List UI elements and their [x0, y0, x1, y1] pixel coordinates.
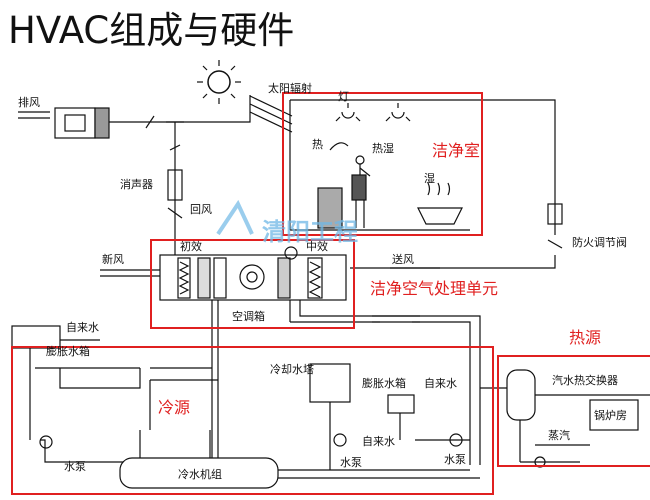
label-heat: 热 — [312, 138, 323, 151]
pump-icon — [39, 435, 53, 449]
label-expansion-tank-2: 膨胀水箱 — [362, 376, 406, 390]
label-pump-3: 水泵 — [444, 453, 466, 466]
air-handling-unit — [159, 246, 347, 301]
clean-room — [289, 99, 470, 231]
watermark: 清阳工程 — [262, 218, 358, 246]
label-tap-water-2: 自来水 — [424, 377, 457, 390]
cold-source-region — [11, 346, 494, 495]
pump-icon — [333, 433, 347, 447]
slide-title: HVAC组成与硬件 — [8, 9, 295, 52]
label-lamp: 灯 — [338, 90, 349, 103]
label-heat-exchanger: 汽水热交换器 — [552, 373, 618, 387]
label-pump-2: 水泵 — [340, 456, 362, 469]
label-wet: 湿 — [424, 172, 435, 185]
chiller — [119, 457, 279, 489]
lamp-icon — [335, 103, 361, 122]
label-supply-air: 送风 — [392, 252, 414, 266]
solar-radiation-arrows — [249, 95, 293, 133]
region-label-cold-source: 冷源 — [158, 398, 190, 417]
label-heat-wet: 热湿 — [372, 142, 394, 155]
label-steam: 蒸汽 — [548, 428, 570, 442]
label-muffler: 消声器 — [120, 177, 153, 191]
label-fresh-air: 新风 — [102, 252, 124, 266]
label-tap-water-1: 自来水 — [66, 321, 99, 334]
cold-source-piping — [11, 315, 480, 489]
label-primary-filter: 初效 — [180, 239, 202, 253]
person-icon — [351, 155, 371, 228]
watermark-logo-icon — [216, 199, 254, 236]
label-cooling-tower: 冷却水塔 — [270, 363, 314, 376]
sun-icon — [197, 60, 241, 104]
region-label-clean-room: 洁净室 — [432, 141, 480, 160]
label-expansion-tank-1: 膨胀水箱 — [46, 344, 90, 358]
label-fire-damper: 防火调节阀 — [572, 235, 627, 249]
exhaust-fan — [18, 107, 110, 139]
label-chiller: 冷水机组 — [178, 467, 222, 481]
clean-room-region — [282, 92, 483, 236]
label-ahu-box: 空调箱 — [232, 309, 265, 323]
ahu-region — [150, 239, 355, 329]
label-boiler-room: 锅炉房 — [594, 409, 627, 422]
boiler-room — [589, 399, 639, 431]
expansion-tank-2 — [387, 394, 415, 414]
heat-source-equipment — [480, 369, 650, 468]
lamp-icon — [385, 103, 411, 122]
label-tap-water-3: 自来水 — [362, 435, 395, 448]
fire-damper — [547, 203, 563, 225]
region-label-heat-source: 热源 — [569, 328, 601, 347]
label-return-air: 回风 — [190, 203, 212, 216]
label-solar: 太阳辐射 — [268, 81, 312, 95]
label-medium-filter: 中效 — [306, 239, 328, 253]
muffler — [167, 169, 183, 201]
label-exhaust: 排风 — [18, 95, 40, 109]
region-label-ahu: 洁净空气处理单元 — [370, 279, 498, 298]
label-pump-1: 水泵 — [64, 460, 86, 473]
cooling-tower — [309, 363, 351, 403]
heat-source-region — [497, 355, 650, 467]
